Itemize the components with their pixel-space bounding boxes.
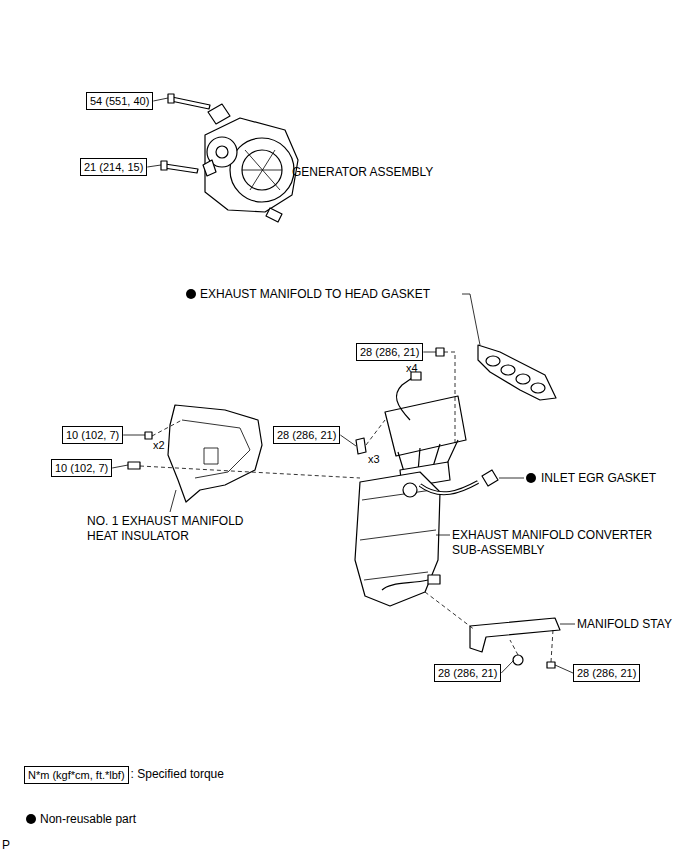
torque-value: 28 (286, 21): [577, 667, 636, 679]
part-name: GENERATOR ASSEMBLY: [292, 165, 433, 180]
torque-box: 54 (551, 40): [86, 92, 153, 110]
quantity-mark: x2: [153, 438, 165, 453]
torque-value: 10 (102, 7): [66, 429, 119, 441]
torque-box: 28 (286, 21): [573, 664, 640, 682]
egr-gasket-drawing: [482, 470, 498, 486]
torque-box: 10 (102, 7): [62, 426, 123, 444]
torque-box: 21 (214, 15): [80, 158, 147, 176]
part-name: MANIFOLD STAY: [577, 617, 672, 632]
torque-leader: [123, 435, 145, 436]
torque-leader: [147, 165, 161, 167]
torque-value: 28 (286, 21): [277, 429, 336, 441]
generator-drawing: [203, 104, 298, 222]
torque-value: 28 (286, 21): [360, 346, 419, 358]
torque-box: 10 (102, 7): [51, 459, 112, 477]
torque-value: 54 (551, 40): [90, 95, 149, 107]
head-gasket-drawing: [478, 345, 556, 400]
manifold-stay-drawing: [470, 618, 560, 652]
assembly-line: [140, 352, 553, 662]
part-name: EXHAUST MANIFOLD TO HEAD GASKET: [200, 287, 430, 302]
heat-insulator-drawing: [168, 405, 262, 502]
part-name: NO. 1 EXHAUST MANIFOLD HEAT INSULATOR: [87, 514, 267, 544]
torque-box: 28 (286, 21): [434, 664, 501, 682]
leader-line: [170, 294, 575, 624]
torque-value: N*m (kgf*cm, ft.*lbf): [28, 769, 125, 781]
torque-leader: [423, 352, 436, 353]
torque-box: 28 (286, 21): [356, 343, 423, 361]
torque-value: 10 (102, 7): [55, 462, 108, 474]
torque-leader: [501, 660, 514, 673]
part-name: P: [2, 838, 10, 853]
legend-torque-box: N*m (kgf*cm, ft.*lbf): [24, 766, 129, 784]
torque-leader: [153, 98, 168, 101]
part-name: INLET EGR GASKET: [541, 471, 656, 486]
part-name: EXHAUST MANIFOLD CONVERTER SUB-ASSEMBLY: [452, 528, 680, 558]
legend-text: : Specified torque: [131, 767, 224, 782]
torque-value: 21 (214, 15): [84, 161, 143, 173]
torque-leader: [555, 665, 573, 673]
torque-leader: [340, 435, 356, 446]
torque-value: 28 (286, 21): [438, 667, 497, 679]
legend-text: Non-reusable part: [40, 812, 136, 827]
manifold-converter-drawing: [355, 372, 478, 606]
quantity-mark: x4: [406, 361, 418, 376]
torque-box: 28 (286, 21): [273, 426, 340, 444]
bolt-icon: [161, 94, 210, 173]
torque-leader: [112, 465, 128, 468]
quantity-mark: x3: [368, 452, 380, 467]
bolt-icon: [128, 348, 555, 668]
